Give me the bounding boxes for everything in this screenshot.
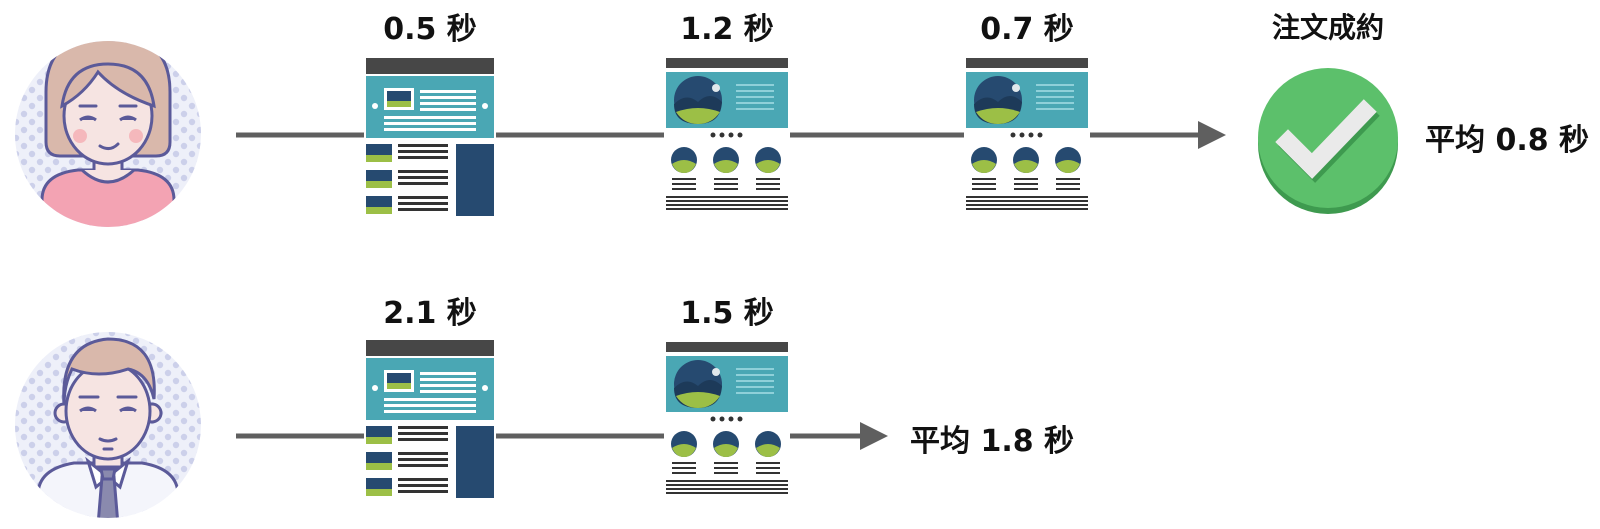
man-avatar-icon xyxy=(15,332,201,518)
gallery-page-icon xyxy=(666,58,788,210)
gallery-page-icon xyxy=(666,342,788,494)
step-time-label: 1.2 秒 xyxy=(680,12,774,47)
average-time-label: 平均 0.8 秒 xyxy=(1425,123,1590,158)
woman-avatar-icon xyxy=(15,41,201,227)
step-time-label: 1.5 秒 xyxy=(680,296,774,331)
row-1 xyxy=(15,41,1398,227)
step-time-label: 0.5 秒 xyxy=(383,12,477,47)
list-page-icon xyxy=(366,340,494,498)
arrow-head-icon xyxy=(1198,121,1226,149)
order-complete-label: 注文成約 xyxy=(1271,11,1385,44)
row-2 xyxy=(15,332,888,518)
list-page-icon xyxy=(366,58,494,216)
step-time-label: 0.7 秒 xyxy=(980,12,1074,47)
average-time-label: 平均 1.8 秒 xyxy=(910,424,1075,459)
step-time-label: 2.1 秒 xyxy=(383,296,477,331)
checkmark-icon xyxy=(1258,68,1398,214)
arrow-head-icon xyxy=(860,422,888,450)
gallery-page-icon xyxy=(966,58,1088,210)
